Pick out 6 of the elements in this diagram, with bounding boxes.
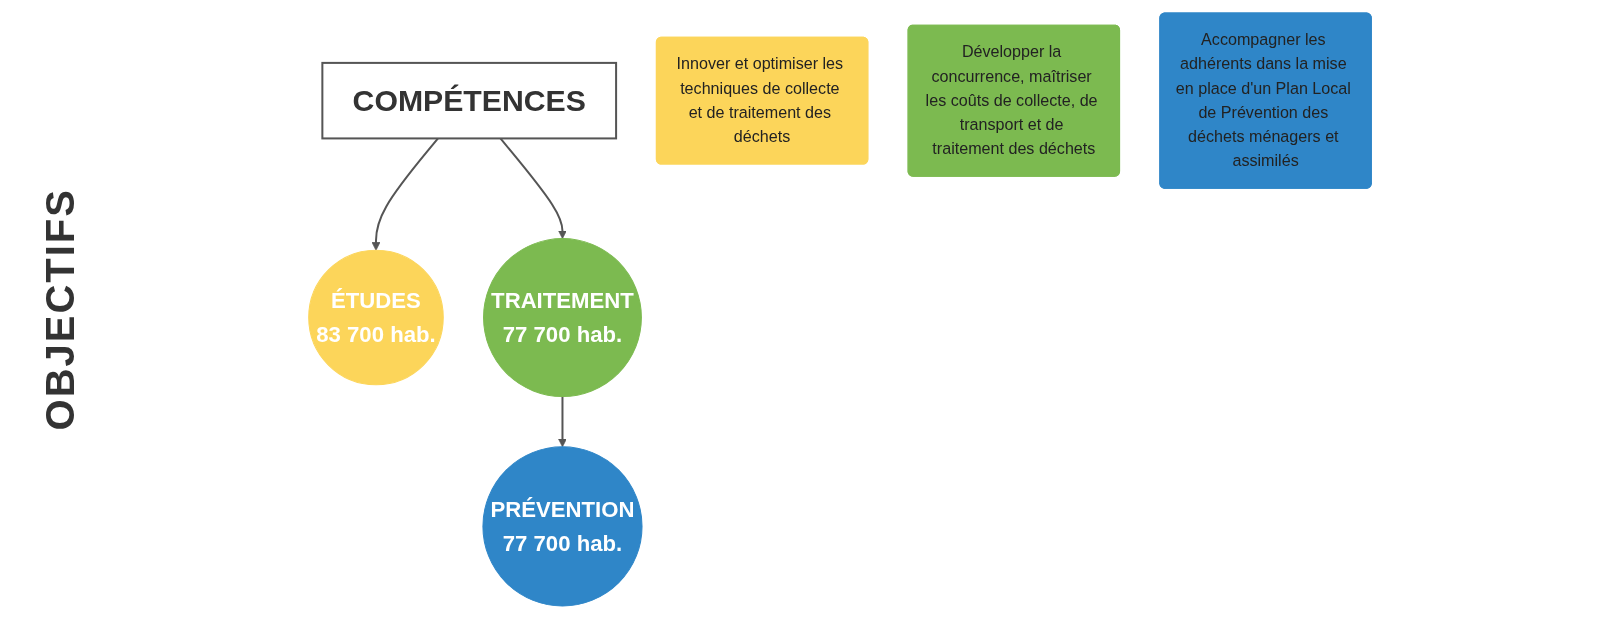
node-circle: ÉTUDES 83 700 hab. (308, 249, 444, 386)
arrow (558, 396, 567, 448)
node-circle: PRÉVENTION 77 700 hab. (482, 446, 643, 607)
node-circle: TRAITEMENT 77 700 hab. (483, 238, 642, 397)
node-box: COMPÉTENCES (321, 61, 618, 140)
section-label: OBJECTIFS (37, 188, 83, 431)
